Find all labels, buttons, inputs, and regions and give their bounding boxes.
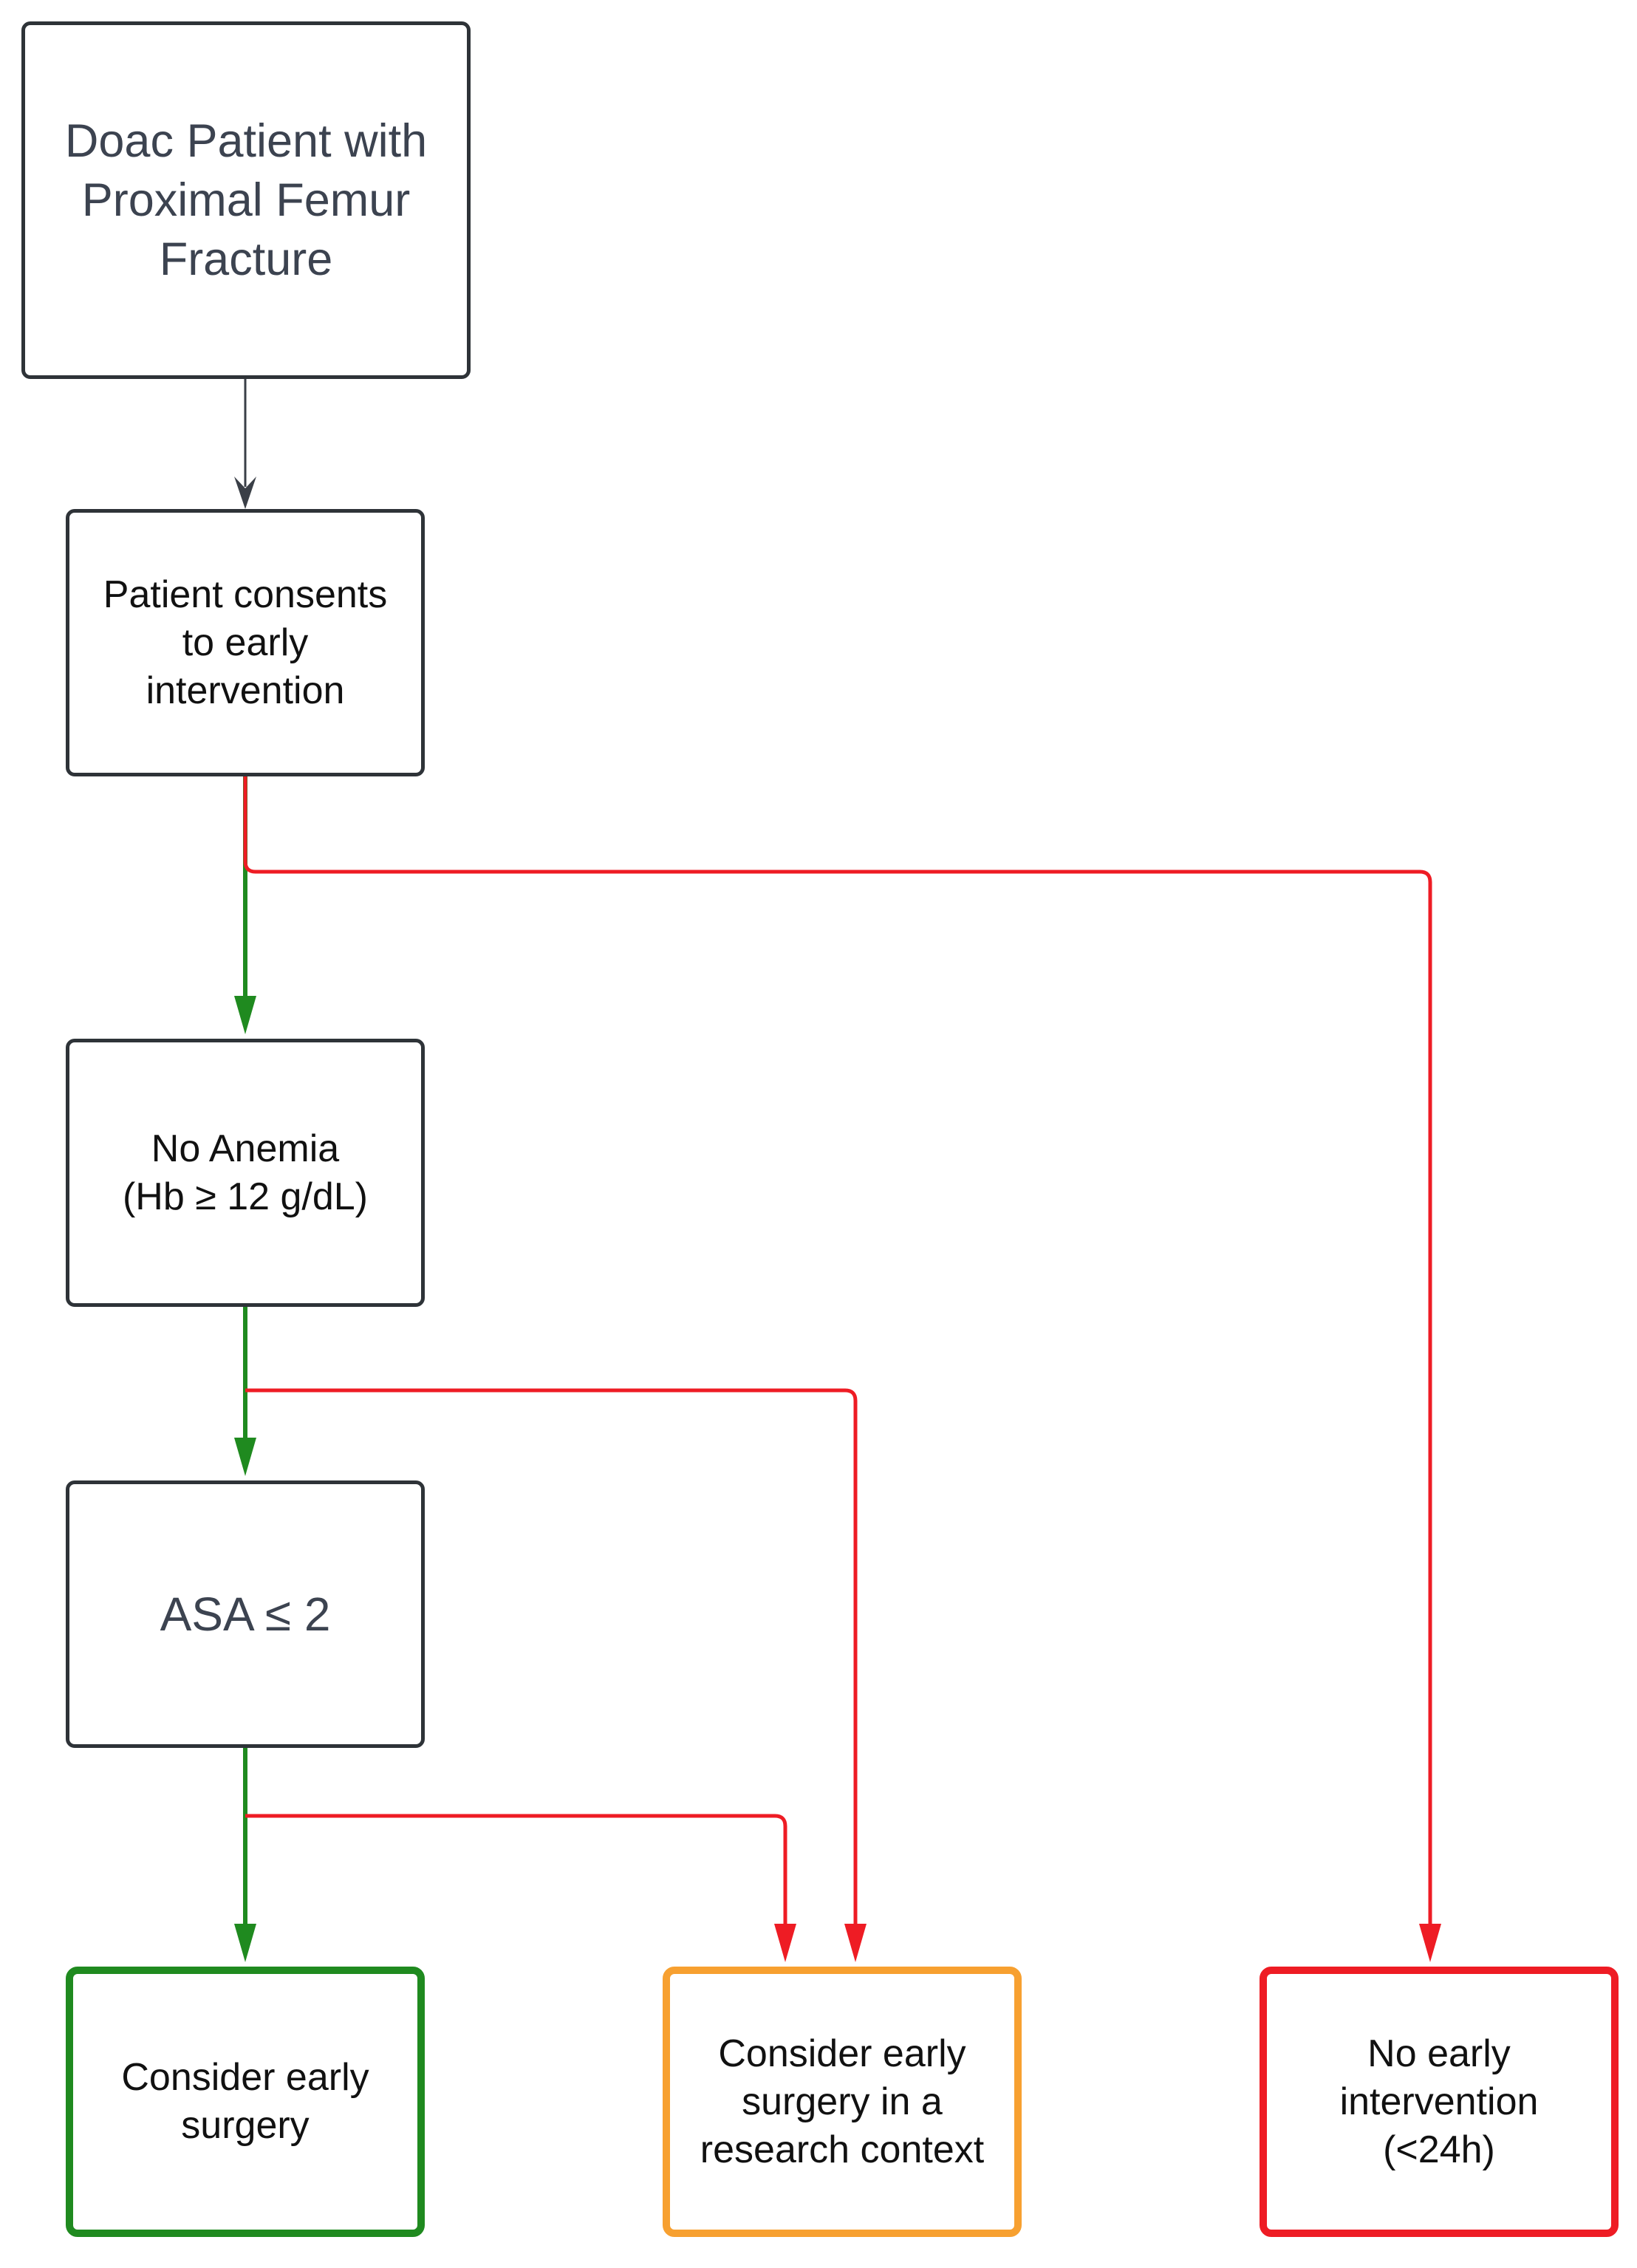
edge-consent-to-none <box>243 776 1432 1933</box>
edges-layer <box>234 379 1441 1962</box>
node-no-early-intervention-label: No early intervention (<24h) <box>1339 2032 1539 2171</box>
node-patient-consents-label: Patient consents to early intervention <box>103 573 388 712</box>
node-research-context-label: Consider early surgery in a research con… <box>700 2032 985 2171</box>
node-asa-label: ASA ≤ 2 <box>160 1587 331 1641</box>
arrowhead-consent-to-anemia <box>234 996 256 1034</box>
node-no-anemia-label: No Anemia (Hb ≥ 12 g/dL) <box>122 1127 369 1218</box>
node-patient-consents: Patient consents to early intervention <box>66 509 425 776</box>
arrowhead-anemia-to-asa <box>234 1438 256 1476</box>
node-consider-early-surgery-label: Consider early surgery <box>121 2056 369 2147</box>
arrowhead-asa-to-research <box>774 1924 796 1962</box>
edge-asa-to-research <box>245 1814 787 1933</box>
node-research-context: Consider early surgery in a research con… <box>663 1967 1022 2237</box>
node-doac-patient: Doac Patient with Proximal Femur Fractur… <box>21 21 471 379</box>
node-doac-patient-label: Doac Patient with Proximal Femur Fractur… <box>64 115 428 285</box>
node-consider-early-surgery: Consider early surgery <box>66 1967 425 2237</box>
arrowhead-anemia-to-research <box>844 1924 867 1962</box>
node-asa: ASA ≤ 2 <box>66 1480 425 1748</box>
arrowhead-start-to-consent <box>234 477 256 509</box>
edge-anemia-to-research <box>245 1388 858 1933</box>
arrowhead-asa-to-early <box>234 1924 256 1962</box>
node-no-anemia: No Anemia (Hb ≥ 12 g/dL) <box>66 1039 425 1307</box>
arrowhead-consent-to-none <box>1419 1924 1441 1962</box>
node-no-early-intervention: No early intervention (<24h) <box>1260 1967 1619 2237</box>
